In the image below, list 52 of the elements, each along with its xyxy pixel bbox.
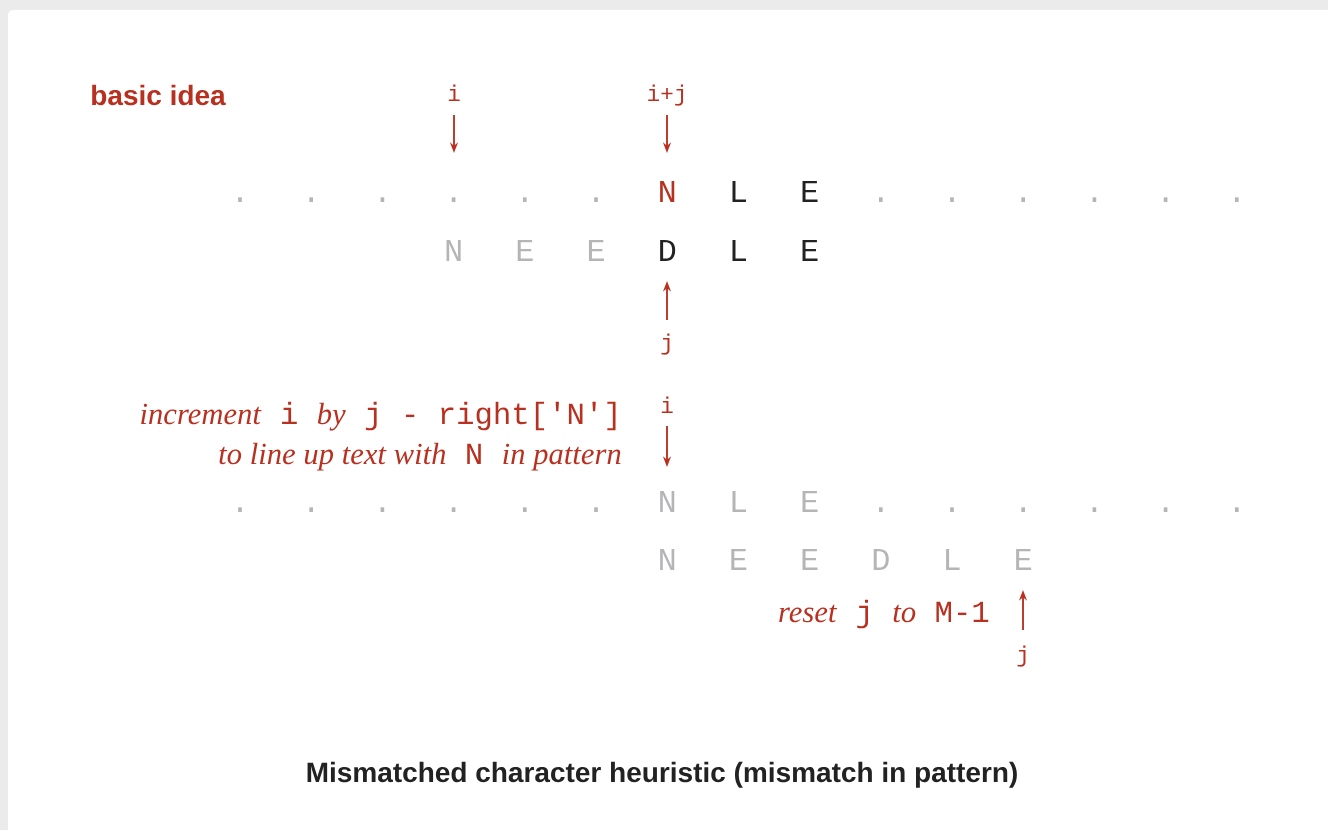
character: . bbox=[451, 197, 456, 202]
character: E bbox=[802, 548, 818, 570]
character: D bbox=[873, 548, 889, 570]
index-label: i bbox=[661, 396, 673, 413]
character: . bbox=[451, 507, 456, 512]
character: . bbox=[878, 507, 883, 512]
character: . bbox=[950, 507, 954, 512]
character: . bbox=[1163, 197, 1168, 202]
character: . bbox=[238, 507, 242, 512]
character: . bbox=[1092, 507, 1097, 512]
heading: basic idea bbox=[92, 84, 226, 106]
character: N bbox=[446, 239, 461, 261]
character: . bbox=[309, 507, 313, 512]
character: N bbox=[660, 490, 675, 512]
annotation: reset j to M-1 bbox=[779, 599, 989, 629]
index-label: i+j bbox=[648, 84, 684, 106]
character: D bbox=[660, 239, 676, 261]
index-label: j bbox=[661, 333, 670, 355]
index-label: i bbox=[448, 84, 460, 101]
annotation: to line up text with N in pattern bbox=[219, 442, 621, 471]
character: . bbox=[238, 197, 242, 202]
character: . bbox=[380, 507, 385, 512]
character: . bbox=[594, 197, 598, 202]
character: . bbox=[522, 197, 527, 202]
character: E bbox=[517, 239, 533, 261]
character: . bbox=[594, 507, 598, 512]
character: E bbox=[802, 239, 818, 261]
annotation: increment i by j - right['N'] bbox=[141, 401, 616, 431]
character: . bbox=[522, 507, 527, 512]
character: . bbox=[309, 197, 313, 202]
character: N bbox=[660, 548, 675, 570]
character: E bbox=[1016, 548, 1032, 570]
caption: Mismatched character heuristic (mismatch in pattern) bbox=[307, 761, 1017, 788]
character: N bbox=[660, 180, 675, 202]
character: L bbox=[732, 490, 746, 512]
character: . bbox=[1234, 507, 1239, 512]
character: E bbox=[802, 490, 818, 512]
index-label: j bbox=[1017, 645, 1026, 667]
character: L bbox=[946, 548, 960, 570]
character: L bbox=[732, 180, 746, 202]
character: . bbox=[1021, 507, 1025, 512]
character: . bbox=[1234, 197, 1239, 202]
character: . bbox=[1163, 507, 1168, 512]
character: E bbox=[731, 548, 747, 570]
character: . bbox=[950, 197, 954, 202]
character: E bbox=[802, 180, 818, 202]
character: E bbox=[588, 239, 604, 261]
character: L bbox=[732, 239, 746, 261]
character: . bbox=[878, 197, 883, 202]
character: . bbox=[1092, 197, 1097, 202]
character: . bbox=[1021, 197, 1025, 202]
character: . bbox=[380, 197, 385, 202]
